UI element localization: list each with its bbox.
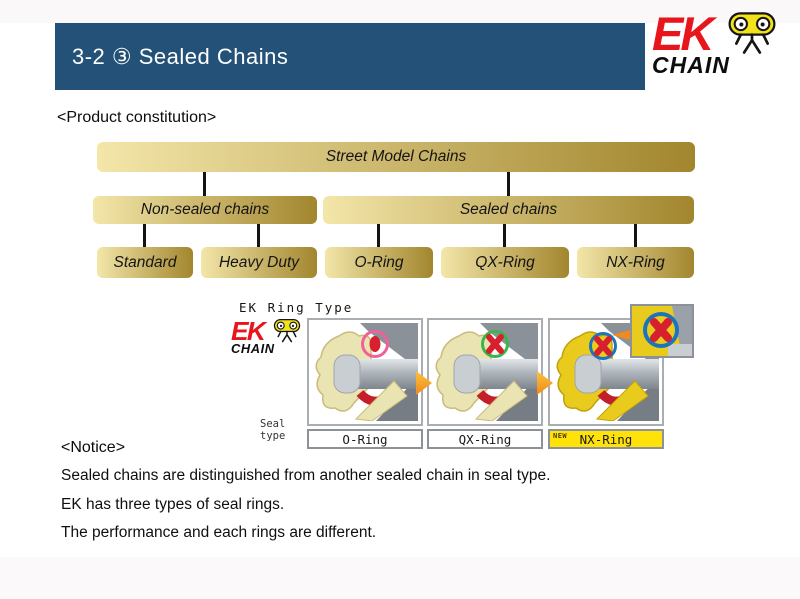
tree-connector xyxy=(257,224,260,247)
notice-heading: <Notice> xyxy=(61,439,126,456)
notice-line: Sealed chains are distinguished from ano… xyxy=(61,467,551,484)
chain-mascot-icon xyxy=(273,319,301,343)
chain-mascot-icon xyxy=(728,12,776,54)
tree-box-nx-ring: NX-Ring xyxy=(577,247,694,278)
ring-type-title: EK Ring Type xyxy=(239,300,354,315)
product-constitution-heading: <Product constitution> xyxy=(57,109,217,126)
ek-logo-text: EK xyxy=(231,316,266,346)
new-badge: NEW xyxy=(553,432,568,440)
ring-panel-o-ring xyxy=(307,318,423,426)
ring-label-o-ring: O-Ring xyxy=(307,429,423,449)
ek-logo-text: EK xyxy=(652,7,714,60)
tree-connector xyxy=(503,224,506,247)
tree-connector xyxy=(203,172,206,196)
tree-box-non-sealed-chains: Non-sealed chains xyxy=(93,196,317,224)
tree-box-heavy-duty: Heavy Duty xyxy=(201,247,317,278)
ring-label-qx-ring: QX-Ring xyxy=(427,429,543,449)
ek-chain-logo-small: EK CHAIN xyxy=(231,316,304,365)
tree-box-street-model-chains: Street Model Chains xyxy=(97,142,695,172)
tree-connector xyxy=(634,224,637,247)
bottom-margin-band xyxy=(0,557,800,599)
tree-connector xyxy=(507,172,510,196)
tree-box-o-ring: O-Ring xyxy=(325,247,433,278)
nx-inset xyxy=(630,304,694,358)
notice-line: EK has three types of seal rings. xyxy=(61,496,285,513)
tree-connector xyxy=(377,224,380,247)
ring-label-nx-ring: NEW NX-Ring xyxy=(548,429,664,449)
o-ring-cutaway-illustration xyxy=(312,323,418,421)
page-title: 3-2 ③ Sealed Chains xyxy=(72,43,289,69)
title-bar: 3-2 ③ Sealed Chains xyxy=(55,23,645,90)
chain-logo-text: CHAIN xyxy=(652,52,730,78)
ek-chain-logo: EK CHAIN xyxy=(652,8,782,94)
chain-logo-text: CHAIN xyxy=(231,341,275,356)
tree-box-standard: Standard xyxy=(97,247,193,278)
tree-box-qx-ring: QX-Ring xyxy=(441,247,569,278)
top-margin-band xyxy=(0,0,800,23)
qx-ring-cutaway-illustration xyxy=(432,323,538,421)
tree-connector xyxy=(143,224,146,247)
notice-line: The performance and each rings are diffe… xyxy=(61,524,377,541)
seal-type-label: Seal type xyxy=(260,418,286,442)
ring-panel-qx-ring xyxy=(427,318,543,426)
tree-box-sealed-chains: Sealed chains xyxy=(323,196,694,224)
